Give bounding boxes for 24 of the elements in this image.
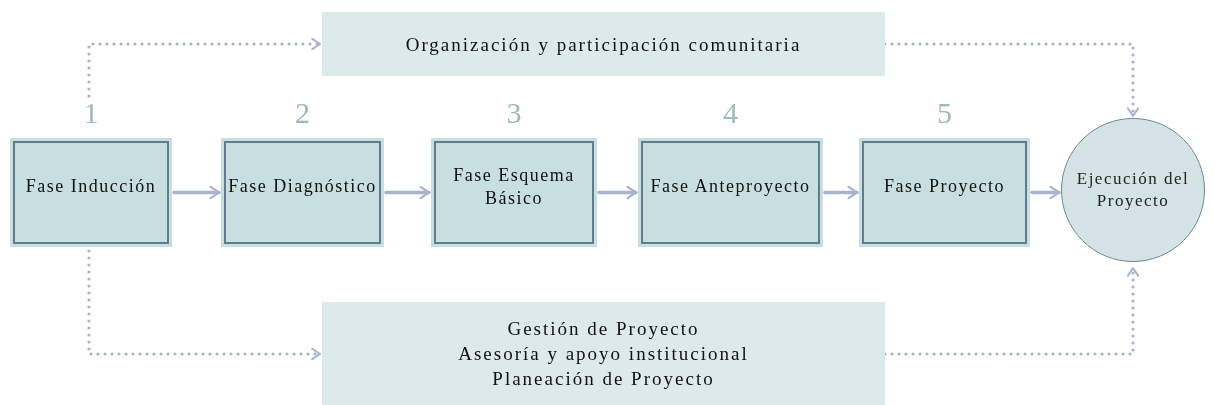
step-number: 2: [295, 96, 310, 130]
node-text: Fase Inducción: [25, 175, 157, 198]
node-text: Fase Diagnóstico: [228, 175, 377, 198]
step-number: 1: [83, 96, 99, 130]
node-text: Asesoría y apoyo institucional: [458, 342, 749, 366]
step-number: 4: [723, 96, 738, 130]
node-text: Planeación de Proyecto: [492, 367, 715, 391]
node-text: Organización y participación comunitaria: [405, 32, 802, 57]
info-band: [322, 12, 885, 76]
arrow: [597, 185, 638, 200]
info-band: [322, 302, 885, 405]
step-number: 3: [506, 96, 522, 130]
arrow: [172, 185, 221, 200]
arrow: [87, 37, 322, 98]
node-text: Gestión de Proyecto: [507, 317, 700, 341]
node-text: Fase Anteproyecto: [650, 175, 811, 198]
node-text: Fase Proyecto: [884, 175, 1005, 198]
arrow: [823, 185, 859, 200]
node-text: Ejecución del Proyecto: [1075, 168, 1191, 212]
arrow: [1030, 185, 1061, 200]
arrow: [87, 249, 322, 361]
arrow: [384, 185, 431, 200]
step-number: 5: [937, 96, 952, 130]
node-text: Fase Esquema Básico: [452, 163, 576, 210]
